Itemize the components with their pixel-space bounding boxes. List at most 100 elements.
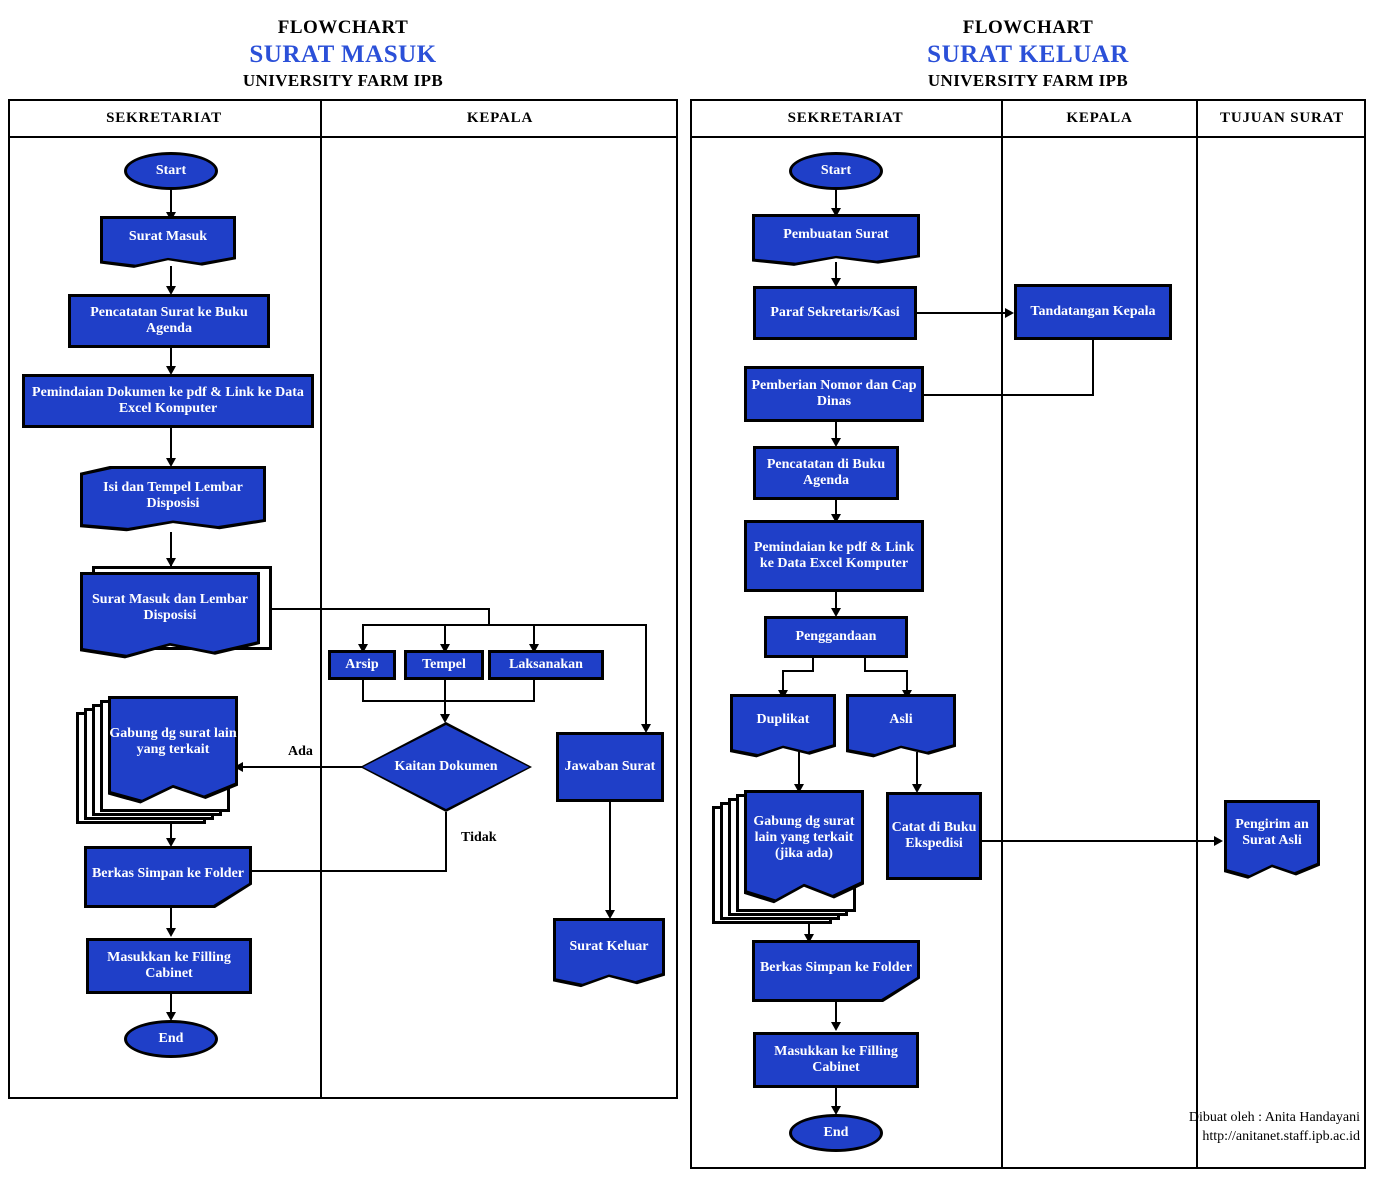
- surat-keluar-lane-kepala: KEPALA: [1066, 110, 1133, 126]
- node-pengiriman-label: Pengirim an Surat Asli: [1235, 817, 1309, 848]
- footer-url: http://anitanet.staff.ipb.ac.id: [1202, 1129, 1360, 1144]
- node-sk-masukkan-filling-cabinet[interactable]: Masukkan ke Filling Cabinet: [753, 1032, 919, 1088]
- node-sk-pemindaian[interactable]: Pemindaian ke pdf & Link ke Data Excel K…: [744, 520, 924, 592]
- node-catat-buku-ekspedisi[interactable]: Catat di Buku Ekspedisi: [886, 792, 982, 880]
- arrowhead-down: [831, 208, 841, 217]
- shape-fill: [83, 469, 263, 528]
- node-surat-keluar[interactable]: Surat Keluar: [553, 918, 665, 990]
- edge-kaitan-tidak-down: [445, 812, 447, 872]
- surat-keluar-title-block: FLOWCHART SURAT KELUAR UNIVERSITY FARM I…: [690, 16, 1366, 92]
- node-surat-masuk-lembar-disposisi[interactable]: Surat Masuk dan Lembar Disposisi: [80, 572, 260, 662]
- edge-label-ada: Ada: [288, 744, 313, 759]
- edge-penggandaan-right-stub: [864, 658, 866, 672]
- surat-masuk-lane-frame: [8, 99, 678, 1099]
- node-arsip[interactable]: Arsip: [328, 650, 396, 680]
- shape-fill: [849, 697, 953, 754]
- surat-keluar-header-rule: [690, 136, 1366, 138]
- edge-to-asli: [906, 670, 908, 694]
- edge-berkas-to-masukkan: [170, 906, 172, 934]
- shape-fill: [103, 219, 233, 265]
- arrowhead-down: [831, 1022, 841, 1031]
- arrowhead-down: [166, 558, 176, 567]
- node-surat-masuk[interactable]: Surat Masuk: [100, 216, 236, 270]
- edge-tandatangan-down: [1092, 340, 1094, 396]
- edge-pemberian-to-pencatatan: [835, 422, 837, 444]
- node-paraf-sekretaris[interactable]: Paraf Sekretaris/Kasi: [753, 286, 917, 340]
- surat-masuk-title-block: FLOWCHART SURAT MASUK UNIVERSITY FARM IP…: [8, 16, 678, 92]
- node-sk-berkas-label: Berkas Simpan ke Folder: [759, 960, 913, 975]
- surat-masuk-title-line3: UNIVERSITY FARM IPB: [242, 71, 444, 90]
- arrowhead-down: [166, 458, 176, 467]
- shape-fill: [733, 697, 833, 754]
- node-kaitan-label: Kaitan Dokumen: [394, 759, 498, 774]
- shape-fill: [87, 849, 249, 905]
- surat-masuk-title-line1: FLOWCHART: [277, 17, 409, 38]
- node-berkas-label: Berkas Simpan ke Folder: [91, 866, 245, 881]
- node-duplikat[interactable]: Duplikat: [730, 694, 836, 760]
- edge-surat-masuk-to-pencatatan: [170, 266, 172, 290]
- arrowhead-down: [641, 724, 651, 733]
- node-jawaban-surat[interactable]: Jawaban Surat: [556, 732, 664, 802]
- arrowhead-down: [831, 608, 841, 617]
- edge-disposisi-to-surat-lembar: [170, 532, 172, 566]
- surat-masuk-lane-sekretariat: SEKRETARIAT: [106, 110, 222, 126]
- surat-masuk-title-line2: SURAT MASUK: [249, 41, 437, 68]
- node-penggandaan[interactable]: Penggandaan: [764, 616, 908, 658]
- shape-fill: [83, 575, 257, 655]
- node-pemindaian-dokumen[interactable]: Pemindaian Dokumen ke pdf & Link ke Data…: [22, 374, 314, 428]
- edge-kaitan-ada: [242, 766, 362, 768]
- node-sk-gabung-surat-lain[interactable]: Gabung dg surat lain yang terkait (jika …: [744, 790, 864, 908]
- surat-keluar-lane-sekretariat: SEKRETARIAT: [787, 110, 904, 126]
- node-pencatatan-surat[interactable]: Pencatatan Surat ke Buku Agenda: [68, 294, 270, 348]
- node-sk-start[interactable]: Start: [789, 152, 883, 190]
- node-masukkan-filling-cabinet[interactable]: Masukkan ke Filling Cabinet: [86, 938, 252, 994]
- surat-keluar-lane-frame: [690, 99, 1366, 1169]
- node-gabung-surat-lain[interactable]: Gabung dg surat lain yang terkait: [108, 696, 238, 808]
- edge-tandatangan-to-pemberian: [921, 394, 1094, 396]
- arrowhead-down: [166, 286, 176, 295]
- node-isi-tempel-label: Isi dan Tempel Lembar Disposisi: [103, 480, 243, 511]
- edge-down-to-bus: [488, 608, 490, 626]
- node-isi-tempel-disposisi[interactable]: Isi dan Tempel Lembar Disposisi: [80, 466, 266, 534]
- node-pembuatan-surat[interactable]: Pembuatan Surat: [752, 214, 920, 268]
- node-kaitan-dokumen[interactable]: Kaitan Dokumen: [360, 722, 532, 812]
- node-pemberian-nomor[interactable]: Pemberian Nomor dan Cap Dinas: [744, 366, 924, 422]
- node-pengiriman-surat-asli[interactable]: Pengirim an Surat Asli: [1224, 800, 1320, 882]
- node-asli[interactable]: Asli: [846, 694, 956, 760]
- edge-masukkan-to-end: [170, 994, 172, 1018]
- surat-keluar-lane-divider-1: [1001, 99, 1003, 1169]
- node-berkas-simpan[interactable]: Berkas Simpan ke Folder: [84, 846, 252, 908]
- edge-pencatatan-to-pemindaian: [170, 348, 172, 372]
- edge-penggandaan-right-bus: [864, 670, 908, 672]
- node-sk-end[interactable]: End: [789, 1114, 883, 1152]
- edge-kaitan-tidak-left: [250, 870, 447, 872]
- node-tempel[interactable]: Tempel: [404, 650, 484, 680]
- edge-jawaban-to-surat-keluar: [609, 802, 611, 914]
- node-surat-masuk-label: Surat Masuk: [128, 229, 208, 244]
- arrowhead-down: [831, 278, 841, 287]
- arrowhead-down: [166, 928, 176, 937]
- shape-fill: [1227, 803, 1317, 876]
- shape-fill: [111, 699, 235, 800]
- edge-penggandaan-left-stub: [812, 658, 814, 672]
- edge-pembuatan-to-paraf: [835, 262, 837, 284]
- arrowhead-down: [358, 644, 368, 653]
- footer-attribution: Dibuat oleh : Anita Handayani http://ani…: [1000, 1108, 1360, 1146]
- node-end[interactable]: End: [124, 1020, 218, 1058]
- edge-pencatatan-to-pemindaian: [835, 500, 837, 522]
- node-sk-pencatatan[interactable]: Pencatatan di Buku Agenda: [753, 446, 899, 500]
- node-gabung-label: Gabung dg surat lain yang terkait: [109, 726, 237, 757]
- arrowhead-left: [234, 762, 243, 772]
- arrowhead-down: [831, 438, 841, 447]
- shape-fill: [556, 921, 662, 984]
- node-sk-gabung-label: Gabung dg surat lain yang terkait (jika …: [753, 814, 855, 861]
- edge-pemindaian-to-disposisi: [170, 428, 172, 464]
- node-pembuatan-label: Pembuatan Surat: [783, 227, 889, 242]
- node-tandatangan-kepala[interactable]: Tandatangan Kepala: [1014, 284, 1172, 340]
- edge-arsip-down: [362, 680, 364, 702]
- node-sk-berkas-simpan[interactable]: Berkas Simpan ke Folder: [752, 940, 920, 1002]
- node-laksanakan[interactable]: Laksanakan: [488, 650, 604, 680]
- edge-merge-bus: [362, 700, 535, 702]
- node-start[interactable]: Start: [124, 152, 218, 190]
